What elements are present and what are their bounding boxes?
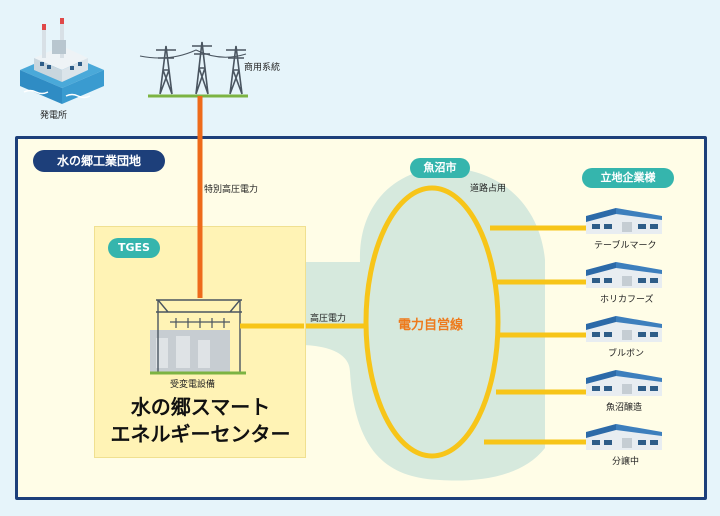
tges-badge: TGES (108, 238, 160, 258)
road-occupancy-label: 道路占用 (470, 184, 507, 194)
special-high-voltage-label: 特別高圧電力 (204, 185, 259, 195)
firm-label-2: ホリカフーズ (600, 295, 654, 305)
energy-center-name: 水の郷スマート エネルギーセンター (98, 394, 303, 448)
energy-center-name-line2: エネルギーセンター (110, 422, 291, 446)
branch-lines (484, 225, 592, 445)
high-voltage-label: 高圧電力 (310, 314, 347, 324)
firm-label-4: 魚沼醸造 (606, 403, 643, 413)
tenant-firms-badge: 立地企業様 (582, 168, 674, 188)
private-power-loop (363, 185, 501, 459)
factory-icon-4 (586, 370, 662, 396)
city-badge: 魚沼市 (410, 158, 470, 178)
factory-icon-3 (586, 316, 662, 342)
commercial-grid-label: 商用系統 (244, 63, 281, 73)
substation-icon-overlay (150, 299, 246, 375)
firm-label-1: テーブルマーク (594, 241, 657, 251)
industrial-park-badge: 水の郷工業団地 (33, 150, 165, 172)
power-plant-label: 発電所 (40, 111, 68, 121)
factory-icon-1 (586, 208, 662, 234)
firm-label-3: ブルボン (608, 349, 645, 359)
factory-icon-2 (586, 262, 662, 288)
private-power-line-label: 電力自営線 (398, 318, 464, 333)
energy-center-name-line1: 水の郷スマート (130, 395, 271, 419)
firm-label-5: 分譲中 (612, 457, 640, 467)
factory-icon-5 (586, 424, 662, 450)
power-plant-icon (20, 18, 104, 104)
substation-label: 受変電設備 (170, 380, 216, 390)
